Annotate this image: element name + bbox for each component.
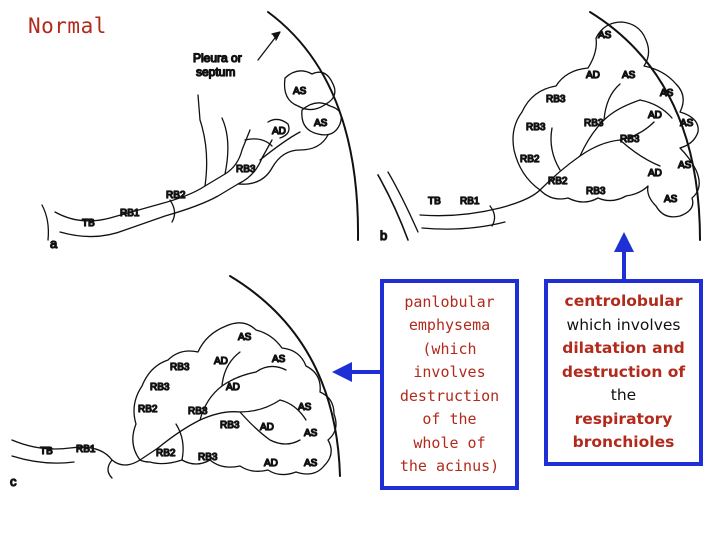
panel-b-centrolobular-acinus bbox=[377, 11, 701, 241]
centrolobular-callout: centrolobular which involves dilatation … bbox=[544, 279, 703, 466]
centrolobular-callout-text: centrolobular which involves dilatation … bbox=[562, 290, 685, 455]
panel-b-label: RB3 bbox=[620, 134, 640, 145]
panlobular-line: of the bbox=[422, 410, 477, 428]
panel-b-label: AS bbox=[664, 194, 678, 205]
panel-a-label: RB3 bbox=[236, 164, 256, 175]
panel-c-label: RB3 bbox=[150, 382, 170, 393]
panel-c-label: RB3 bbox=[220, 420, 240, 431]
panel-a-label: AD bbox=[272, 126, 286, 137]
panel-c-label: TB bbox=[40, 446, 53, 457]
centrolobular-line: dilatation and bbox=[562, 339, 685, 358]
panel-b-label: RB3 bbox=[526, 122, 546, 133]
panel-a-label: TB bbox=[82, 218, 95, 229]
panel-c-label: RB3 bbox=[188, 406, 208, 417]
panel-c-letter: c bbox=[10, 474, 17, 489]
panel-a-label: RB2 bbox=[166, 190, 186, 201]
centrolobular-line: respiratory bbox=[574, 409, 673, 428]
panel-b-label: RB2 bbox=[548, 176, 568, 187]
panlobular-line: panlobular bbox=[404, 292, 495, 311]
panel-c-label: AD bbox=[260, 422, 274, 433]
panel-c-label: RB3 bbox=[198, 452, 218, 463]
panel-a-label: AS bbox=[314, 118, 328, 129]
panel-c-label: AS bbox=[304, 458, 318, 469]
centrolobular-line: which involves bbox=[566, 315, 681, 334]
centrolobular-line: centrolobular bbox=[564, 292, 683, 311]
centrolobular-line: bronchioles bbox=[572, 433, 675, 452]
panel-a-normal-acinus bbox=[41, 11, 360, 241]
panlobular-line: (which bbox=[422, 339, 477, 358]
panel-b-label: RB3 bbox=[586, 186, 606, 197]
panel-b-label: RB2 bbox=[520, 154, 540, 165]
panel-a-letter: a bbox=[50, 236, 58, 251]
slide-title: Normal bbox=[28, 14, 107, 38]
panel-b-label: AS bbox=[598, 30, 612, 41]
panel-c-label: AD bbox=[226, 382, 240, 393]
panlobular-line: destruction bbox=[399, 386, 500, 405]
panel-c-label: AS bbox=[238, 332, 252, 343]
panel-b-label: AD bbox=[586, 70, 600, 81]
panlobular-line: whole of bbox=[413, 433, 486, 452]
panel-b-label: AS bbox=[660, 88, 674, 99]
panel-b-letter: b bbox=[380, 228, 387, 243]
panel-c-label: AS bbox=[298, 402, 312, 413]
panel-c-label: RB2 bbox=[156, 448, 176, 459]
panlobular-line: involves bbox=[413, 363, 486, 381]
panlobular-line: emphysema bbox=[408, 316, 491, 334]
panlobular-callout-text: panlobular emphysema (which involves des… bbox=[400, 291, 499, 479]
panlobular-callout: panlobular emphysema (which involves des… bbox=[380, 279, 519, 490]
panel-a-label: AS bbox=[293, 86, 307, 97]
panel-c-label: AD bbox=[264, 458, 278, 469]
panel-b-label: AS bbox=[678, 160, 692, 171]
panel-c-label: AS bbox=[304, 428, 318, 439]
panel-c-label: RB2 bbox=[138, 404, 158, 415]
panlobular-line: the acinus) bbox=[399, 457, 500, 475]
arrow-to-panel-c bbox=[332, 362, 380, 382]
centrolobular-line: the bbox=[610, 386, 637, 405]
panel-b-label: AD bbox=[648, 110, 662, 121]
panel-b-label: AS bbox=[622, 70, 636, 81]
panel-c-label: RB1 bbox=[76, 444, 96, 455]
arrow-to-panel-b bbox=[614, 232, 634, 279]
panel-c-label: RB3 bbox=[170, 362, 190, 373]
centrolobular-line: destruction of bbox=[561, 362, 686, 381]
panel-c-panlobular-acinus bbox=[11, 275, 341, 479]
panel-a-pleura-label: Pleura or bbox=[193, 51, 242, 65]
panel-c-label: AS bbox=[272, 354, 286, 365]
panel-a-label: RB1 bbox=[120, 208, 140, 219]
panel-b-label: RB3 bbox=[584, 118, 604, 129]
panel-b-label: AS bbox=[680, 118, 694, 129]
panel-b-label: RB1 bbox=[460, 196, 480, 207]
panel-b-label: TB bbox=[428, 196, 441, 207]
panel-c-label: AD bbox=[214, 356, 228, 367]
panel-a-septum-label: septum bbox=[196, 65, 235, 79]
panel-b-label: RB3 bbox=[546, 94, 566, 105]
panel-b-label: AD bbox=[648, 168, 662, 179]
